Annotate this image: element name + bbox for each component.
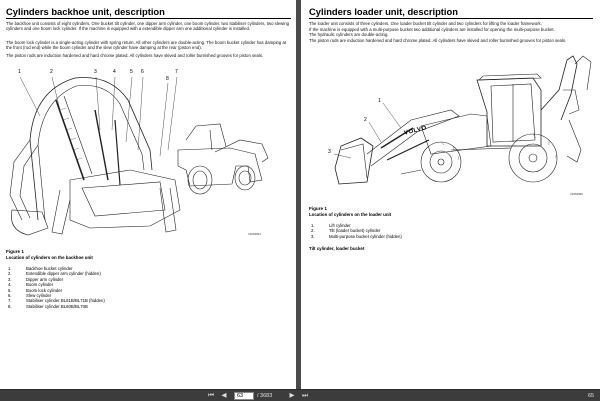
left-figure-label: Figure 1 (6, 249, 24, 254)
callout-2: 2 (50, 69, 53, 75)
right-figure-label: Figure 1 (309, 206, 327, 211)
right-title-rule (309, 18, 593, 19)
right-figure-caption: Location of cylinders on the loader unit (309, 212, 392, 217)
right-legend-list: 1.Lift cylinder 2.Tilt (loader bucket) c… (311, 223, 561, 239)
callout-5: 5 (130, 69, 133, 75)
left-para-2: The boom lock cylinder is a single-actin… (6, 40, 287, 51)
left-page-title: Cylinders backhoe unit, description (6, 6, 165, 17)
left-para-3: The piston rods are induction hardened a… (6, 53, 264, 58)
list-item: 3.Multi-purpose bucket cylinder (hidden) (311, 233, 402, 239)
viewer-toolbar: ⏮ ◀ 63 / 3683 ▶ ⏭ 65 (0, 389, 600, 401)
callout-1: 1 (378, 98, 381, 104)
right-subheading: Tilt cylinder, loader bucket (309, 246, 365, 251)
list-item: 1.Backhoe bucket cylinder (8, 266, 73, 271)
list-item: 3.Dipper arm cylinder (8, 276, 64, 282)
callout-4: 4 (113, 69, 116, 75)
right-para-2: The hydraulic cylinders are double-actin… (309, 32, 389, 37)
next-page-button[interactable]: ▶ (289, 392, 295, 399)
zoom-level[interactable]: 65 (587, 393, 595, 399)
list-item: 6.Slew cylinder (8, 293, 52, 299)
callout-8: 8 (166, 76, 169, 82)
callout-7: 7 (175, 69, 178, 75)
list-item: 2.Extendible dipper arm cylinder (hidden… (8, 271, 101, 277)
callout-2: 2 (364, 117, 367, 123)
list-item: 7.Stabiliser cylinder BL61B/BL71B (hidde… (8, 298, 105, 304)
list-item: 1.Lift cylinder (311, 223, 351, 228)
callout-3: 3 (94, 69, 97, 75)
list-item: 2.Tilt (loader bucket) cylinder (311, 228, 381, 234)
list-item: 4.Boom cylinder (8, 282, 54, 288)
callout-1: 1 (18, 69, 21, 75)
previous-page-button[interactable]: ◀ (221, 392, 227, 399)
right-para-1: The loader unit consists of three cylind… (309, 21, 542, 26)
left-legend-list: 1.Backhoe bucket cylinder 2.Extendible d… (8, 266, 258, 309)
list-item: 8.Stabiliser cylinder BL60B/BL70B (8, 303, 88, 309)
left-figure-caption: Location of cylinders on the backhoe uni… (6, 255, 93, 260)
callout-3: 3 (328, 149, 331, 155)
left-figure-code: V1063064 (248, 232, 261, 236)
page-total: / 3683 (257, 393, 273, 399)
right-page: Cylinders loader unit, description The l… (301, 0, 600, 389)
last-page-button[interactable]: ⏭ (302, 392, 308, 399)
loader-figure (333, 55, 592, 185)
right-figure-code: V1063065 (570, 192, 583, 196)
page-number-input[interactable]: 63 (234, 391, 254, 400)
right-para-1b: If the machine is equipped with a multi-… (309, 26, 555, 32)
callout-6: 6 (141, 69, 144, 75)
left-page: Cylinders backhoe unit, description The … (0, 0, 296, 389)
list-item: 5.Boom lock cylinder (8, 287, 63, 293)
left-para-1: The backhoe unit consists of eight cylin… (6, 21, 290, 32)
backhoe-figure (9, 76, 269, 236)
left-title-rule (6, 18, 291, 19)
right-para-2b: The piston rods are induction hardened a… (309, 37, 567, 43)
right-page-title: Cylinders loader unit, description (309, 6, 458, 17)
first-page-button[interactable]: ⏮ (208, 392, 214, 399)
